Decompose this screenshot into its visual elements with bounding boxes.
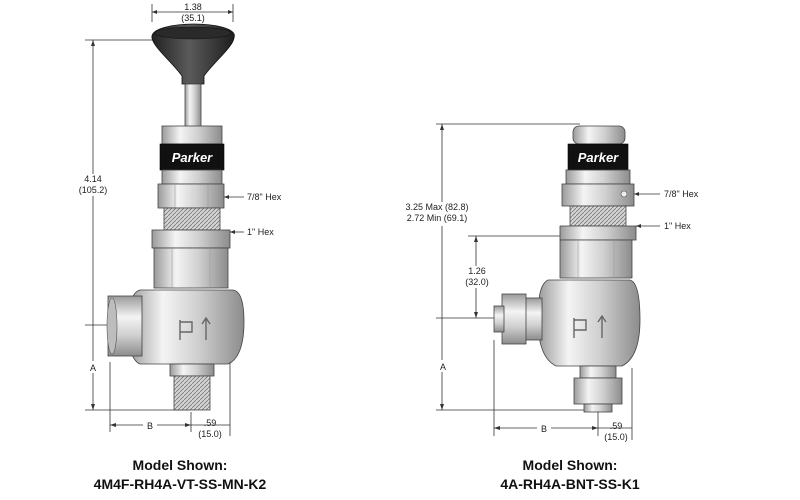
right-body-hex — [559, 239, 633, 279]
right-dim-b: B — [541, 424, 547, 434]
left-hex-lower — [151, 229, 231, 249]
right-mid-mm: (32.0) — [465, 277, 489, 287]
left-height-mm: (105.2) — [79, 185, 108, 195]
left-stem — [184, 83, 202, 129]
left-height-dimension: 4.14 (105.2) — [76, 39, 160, 410]
left-hex-upper — [157, 183, 225, 209]
left-dim-a: A — [90, 363, 96, 373]
right-hex-upper-callout: 7/8" Hex — [634, 189, 699, 199]
right-side-fitting — [493, 293, 543, 345]
right-brand-band — [567, 143, 629, 171]
left-bottom-thread — [173, 375, 211, 411]
right-bonnet: Parker — [565, 125, 631, 185]
right-mid-in: 1.26 — [468, 266, 486, 276]
right-dim-a: A — [440, 362, 446, 372]
left-valve: 1.38 (35.1) 4.14 (105.2) A — [76, 2, 282, 492]
right-mid-dimension: 1.26 (32.0) — [462, 235, 570, 318]
left-hex-upper-callout: 7/8" Hex — [224, 192, 282, 202]
right-height-dimension: 3.25 Max (82.8) 2.72 Min (69.1) — [394, 123, 590, 411]
left-body-hex — [153, 247, 229, 289]
right-hex-lower — [559, 225, 637, 241]
right-b-dimension: B .59 (15.0) — [493, 340, 633, 442]
left-handle-knob — [151, 23, 235, 85]
right-offset-in: .59 — [610, 421, 623, 431]
left-bonnet-collar — [161, 169, 223, 185]
left-bonnet-top — [161, 125, 223, 145]
right-caption-line2: 4A-RH4A-BNT-SS-K1 — [500, 476, 639, 492]
right-height-min: 2.72 Min (69.1) — [407, 213, 468, 223]
left-width-dimension: 1.38 (35.1) — [151, 2, 234, 23]
left-caption-line2: 4M4F-RH4A-VT-SS-MN-K2 — [94, 476, 267, 492]
right-bottom-fitting — [573, 365, 623, 413]
left-brand-label: Parker — [172, 150, 213, 165]
left-width-mm: (35.1) — [181, 13, 205, 23]
left-thread — [163, 207, 221, 231]
left-dim-b: B — [147, 421, 153, 431]
left-hex-lower-callout: 1" Hex — [230, 227, 274, 237]
right-hex-upper-label: 7/8" Hex — [664, 189, 699, 199]
right-valve-body — [537, 279, 641, 367]
right-offset-mm: (15.0) — [604, 432, 628, 442]
left-b-dimension: B .59 (15.0) — [109, 362, 231, 439]
left-width-in: 1.38 — [184, 2, 202, 12]
right-brand-label: Parker — [578, 150, 619, 165]
right-thread — [569, 205, 627, 227]
right-caption-line1: Model Shown: — [523, 457, 618, 473]
left-offset-mm: (15.0) — [198, 429, 222, 439]
right-hex-lower-callout: 1" Hex — [636, 221, 691, 231]
left-offset-in: .59 — [204, 418, 217, 428]
left-hex-lower-label: 1" Hex — [247, 227, 274, 237]
left-valve-body — [106, 289, 245, 411]
left-hex-upper-label: 7/8" Hex — [247, 192, 282, 202]
left-caption-line1: Model Shown: — [133, 457, 228, 473]
right-valve: 3.25 Max (82.8) 2.72 Min (69.1) 1.26 (32… — [394, 123, 699, 492]
right-height-max: 3.25 Max (82.8) — [405, 202, 468, 212]
right-hex-lower-label: 1" Hex — [664, 221, 691, 231]
left-height-in: 4.14 — [84, 174, 102, 184]
